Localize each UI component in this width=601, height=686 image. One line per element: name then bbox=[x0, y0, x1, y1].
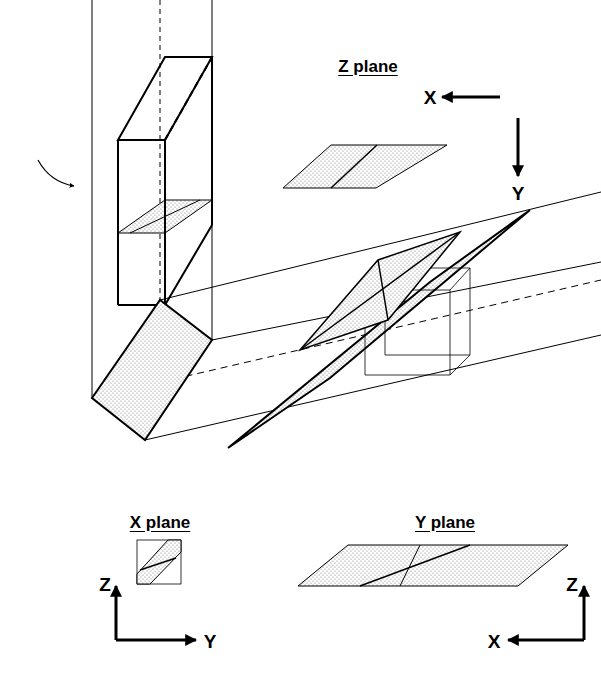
projection-lines bbox=[92, 192, 601, 440]
view-title: X plane bbox=[130, 514, 190, 531]
central-plane bbox=[228, 210, 530, 448]
view-title: Z plane bbox=[338, 58, 398, 75]
rotation-arrow bbox=[38, 160, 74, 186]
y-plane-view bbox=[298, 545, 584, 640]
axis-letter: Y bbox=[512, 184, 525, 203]
upper-prism bbox=[118, 57, 212, 305]
axis-letter: Z bbox=[99, 575, 111, 594]
x-plane-view bbox=[116, 540, 196, 640]
axis-letter: X bbox=[488, 632, 501, 651]
base-face bbox=[92, 300, 212, 440]
view-title: Y plane bbox=[415, 514, 475, 531]
axis-letter: Z bbox=[566, 575, 578, 594]
axis-letter: X bbox=[424, 88, 437, 107]
z-plane-view bbox=[283, 97, 518, 188]
axis-letter: Y bbox=[204, 632, 217, 651]
